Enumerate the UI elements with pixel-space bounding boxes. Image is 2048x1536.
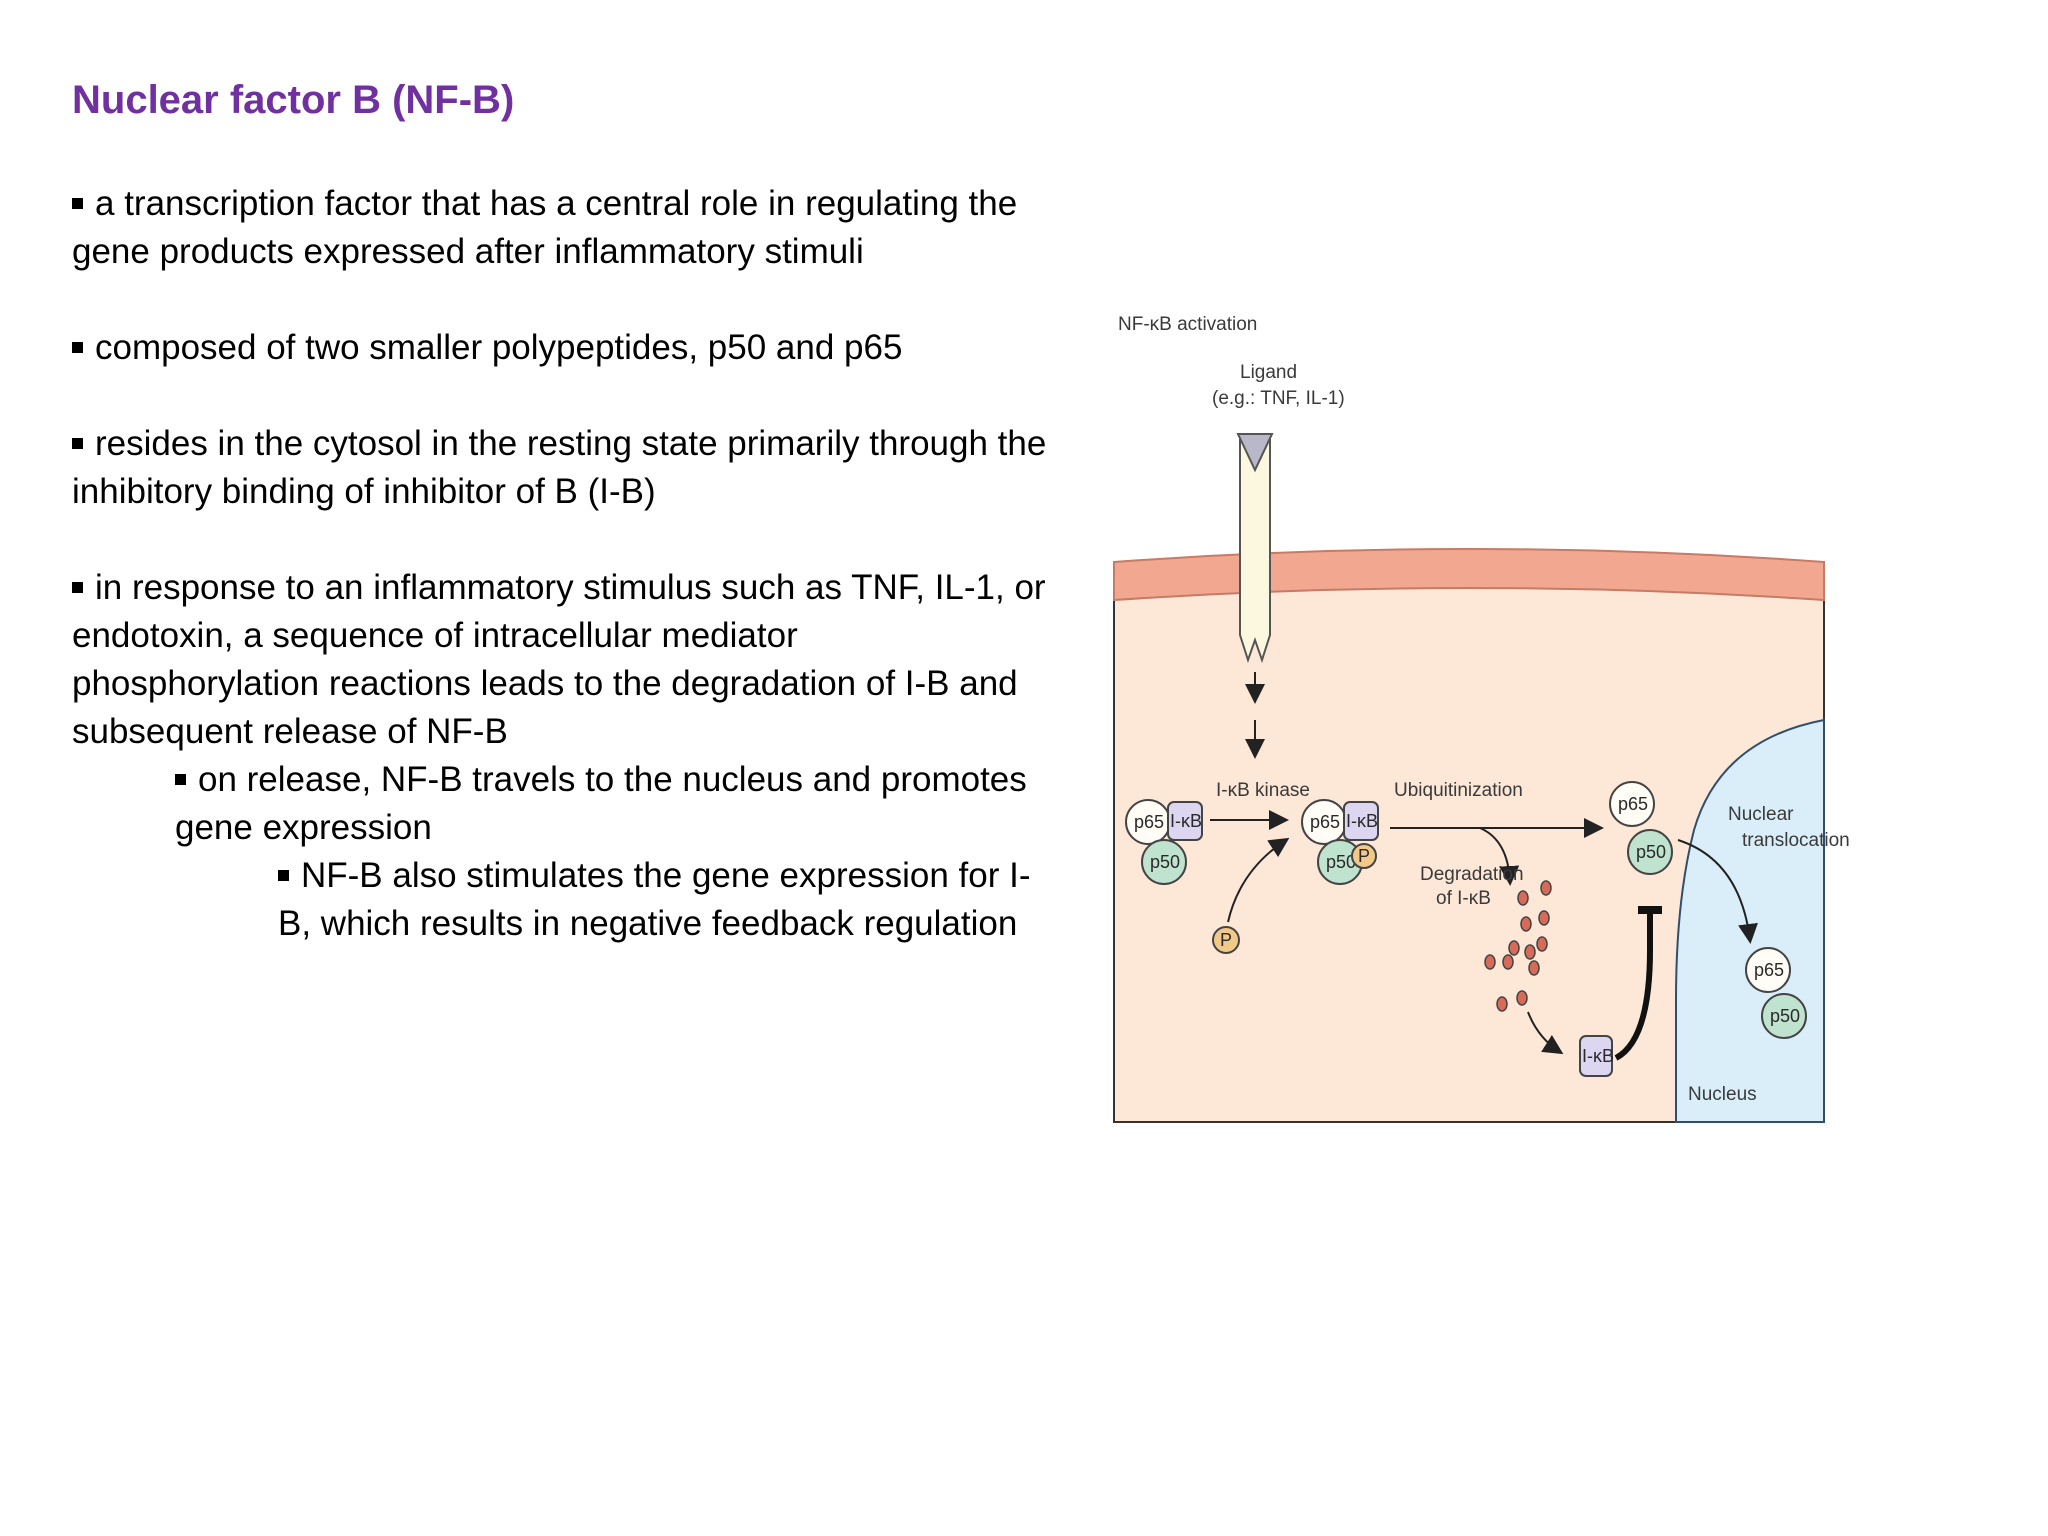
p50-label: p50 [1636,842,1666,862]
p65-label: p65 [1134,812,1164,832]
bullet-item: in response to an inflammatory stimulus … [72,564,1052,756]
bullet-item: a transcription factor that has a centra… [72,180,1052,276]
p50-label: p50 [1326,852,1356,872]
p50-label: p50 [1150,852,1180,872]
ikb-kinase-label: I-κB kinase [1216,780,1310,801]
p65-protein [1609,781,1655,827]
p50-label: p50 [1770,1006,1800,1026]
ikb-label: I-κB [1170,811,1202,831]
p65-label: p65 [1310,812,1340,832]
inhibition-arrow [1614,912,1653,1061]
bullet-icon [72,582,83,593]
bullet-item: composed of two smaller polypeptides, p5… [72,324,1052,372]
bullet-text: resides in the cytosol in the resting st… [72,424,1047,511]
phosphate [1212,926,1240,954]
nuclear-translocation-label: Nuclear [1728,804,1794,825]
bullet-text: a transcription factor that has a centra… [72,184,1018,271]
phosphate [1351,843,1377,869]
phospho-label: P [1220,930,1232,950]
ikb-label: I-κB [1346,811,1378,831]
p65-protein [1745,947,1791,993]
p65-label: p65 [1618,794,1648,814]
sub-sub-bullet-text: NF-B also stimulates the gene expression… [278,856,1031,943]
ligand-icon [1236,433,1274,473]
ubiquitinization-label: Ubiquitinization [1394,780,1523,801]
bullet-icon [72,438,83,449]
ikb-protein [1343,801,1379,841]
ligand-example-label: (e.g.: TNF, IL-1) [1212,388,1345,409]
p65-label: p65 [1754,960,1784,980]
bullet-icon [72,198,83,209]
ikb-label: I-κB [1582,1046,1614,1066]
bullet-text: in response to an inflammatory stimulus … [72,568,1046,751]
bullet-icon [278,870,289,881]
ligand-label: Ligand [1240,362,1297,383]
sub-bullet-text: on release, NF-B travels to the nucleus … [175,760,1027,847]
ikb-protein [1167,801,1203,841]
degradation-arrow [1479,827,1520,886]
ikb-protein [1579,1035,1613,1077]
sub-sub-bullet-item: NF-B also stimulates the gene expression… [278,852,1052,948]
diagram-heading: NF-κB activation [1118,314,1257,335]
phospho-arrow [1227,837,1290,923]
degraded-ikb-fragments [1484,880,1552,1012]
p50-protein [1141,839,1187,885]
diagram-svg: NF-κB activation Ligand (e.g.: TNF, IL-1… [1113,314,1850,1123]
cell-membrane [1113,548,1825,602]
translocation-arrow [1677,839,1758,944]
nuclear-translocation-label-2: translocation [1742,830,1850,851]
bullet-list: a transcription factor that has a centra… [72,180,1052,948]
bullet-icon [175,774,186,785]
nfkb-activation-diagram: NF-κB activation Ligand (e.g.: TNF, IL-1… [1110,300,1850,1140]
sub-bullet-item: on release, NF-B travels to the nucleus … [175,756,1052,852]
receptor [1239,439,1271,664]
phospho-label: P [1358,846,1370,866]
p50-protein [1761,993,1807,1039]
bullet-item: resides in the cytosol in the resting st… [72,420,1052,516]
slide-title: Nuclear factor B (NF-B) [72,78,515,122]
degradation-label: Degradation [1420,864,1524,885]
nucleus-label: Nucleus [1688,1084,1757,1105]
degradation-label-2: of I-κB [1436,888,1491,909]
bullet-icon [72,342,83,353]
bullet-text: composed of two smaller polypeptides, p5… [95,328,903,367]
resynthesis-arrow [1527,1011,1564,1055]
p50-protein [1627,829,1673,875]
